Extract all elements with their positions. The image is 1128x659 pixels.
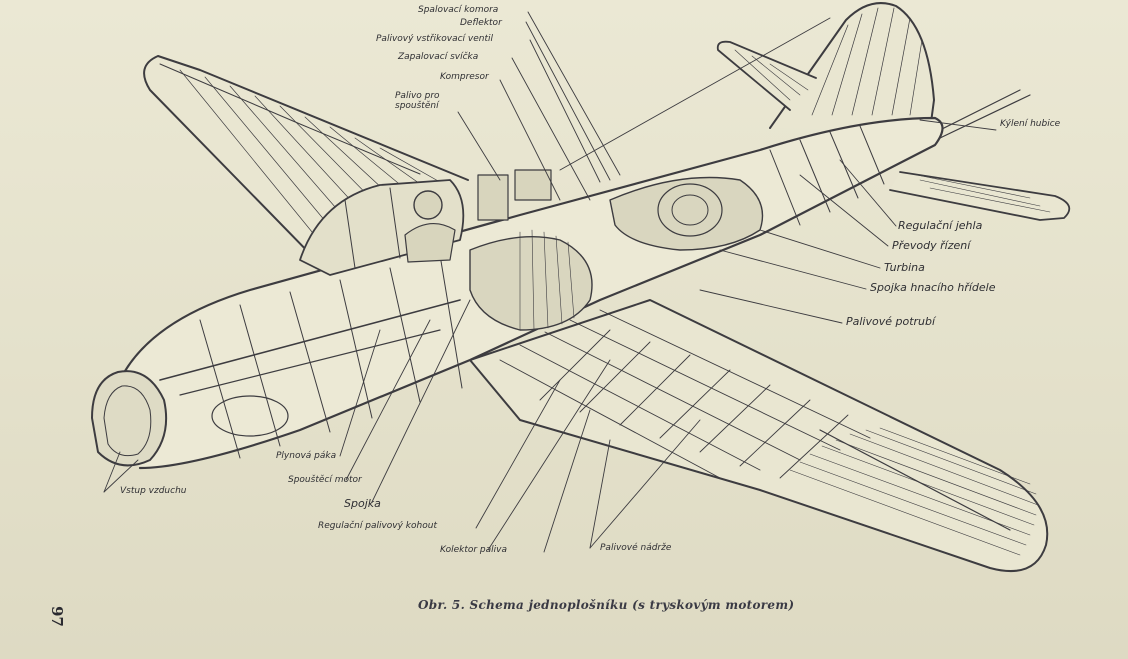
figure-caption: Obr. 5. Schema jednoplošníku (s tryskový… [418, 598, 795, 612]
page-number: 97 [48, 606, 66, 627]
label-fuel-line: Palivové potrubí [846, 315, 936, 328]
label-fuel-collector: Kolektor paliva [440, 545, 508, 555]
label-drive-shaft-coupling: Spojka hnacího hřídele [870, 281, 996, 294]
label-fuel-tanks: Palivové nádrže [600, 543, 672, 553]
label-combustion-chamber: Spalovací komora [418, 5, 499, 15]
right-wing [469, 299, 1049, 573]
label-starter-motor: Spouštěcí motor [288, 475, 362, 485]
label-coupling: Spojka [344, 497, 381, 510]
label-throttle-lever: Plynová páka [276, 451, 337, 461]
label-fuel-injection-valve: Palivový vstřikovací ventil [376, 34, 493, 44]
label-turbine: Turbina [884, 261, 925, 274]
label-starting-fuel: Palivo pro spouštění [395, 91, 440, 111]
label-fuel-control-cock: Regulační palivový kohout [318, 521, 437, 531]
label-compressor: Kompresor [440, 72, 489, 82]
label-nozzle-cooling: Kýlení hubice [1000, 119, 1061, 129]
label-control-gears: Převody řízení [892, 239, 971, 252]
label-deflector: Deflektor [460, 18, 502, 28]
cockpit-canopy [299, 169, 552, 276]
label-control-needle: Regulační jehla [898, 219, 983, 232]
tail [716, 2, 1071, 221]
leader-lines [103, 11, 997, 553]
label-air-intake: Vstup vzduchu [120, 486, 187, 496]
fuselage [91, 116, 944, 470]
label-spark-plug: Zapalovací svíčka [398, 52, 479, 62]
